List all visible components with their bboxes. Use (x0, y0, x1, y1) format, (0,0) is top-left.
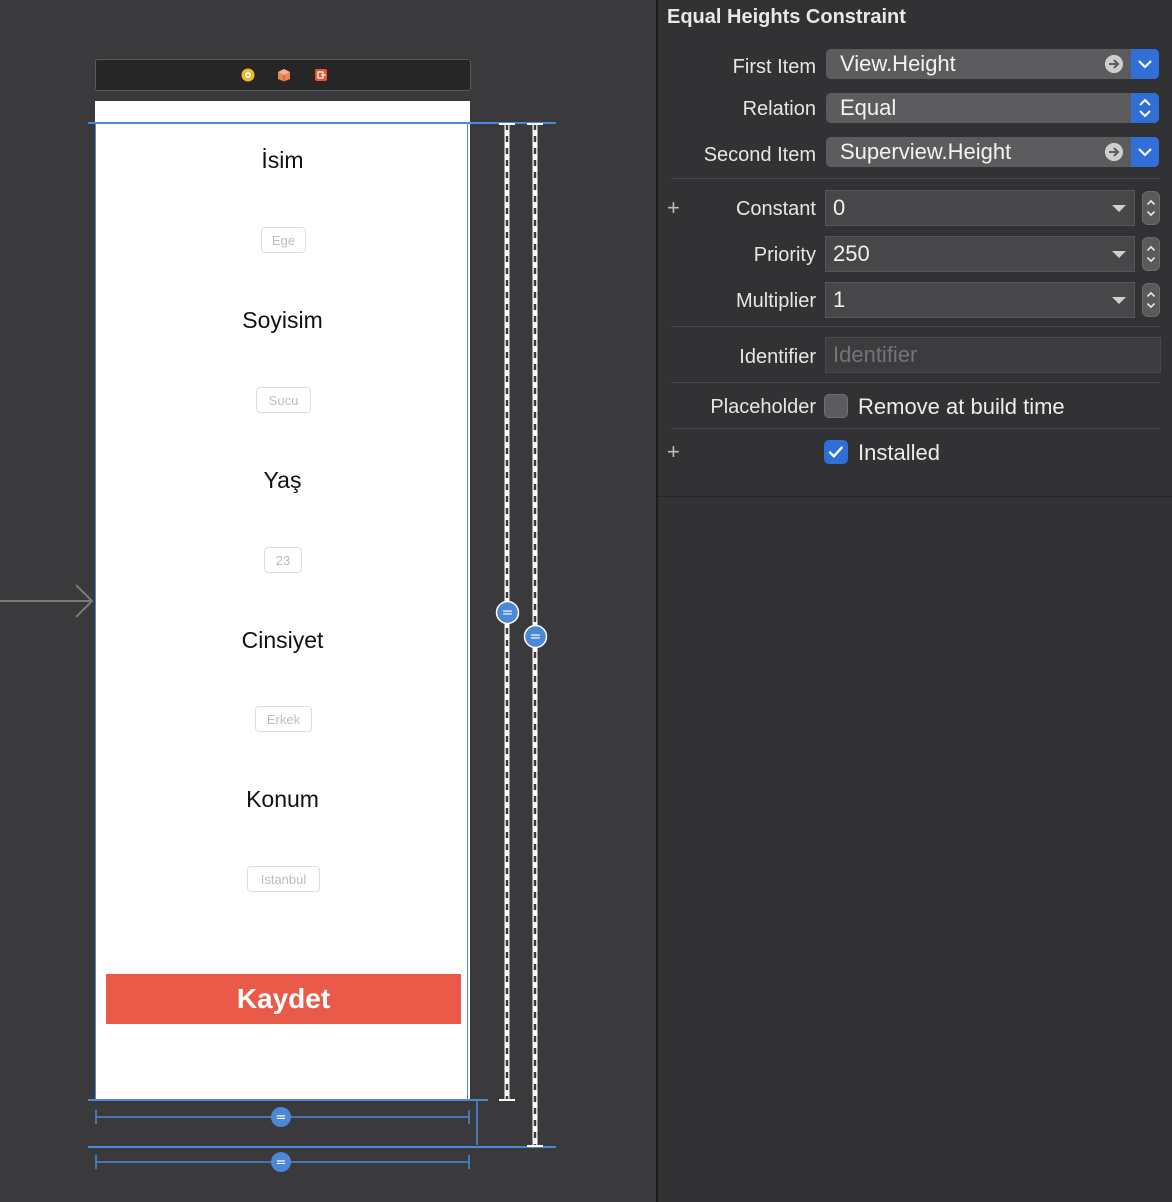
name-field[interactable]: Ege (261, 227, 306, 253)
bottom-guide-line (88, 1099, 488, 1101)
second-item-popup[interactable]: Superview.Height (826, 137, 1159, 167)
priority-label: Priority (753, 244, 816, 266)
identifier-field[interactable]: Identifier (825, 337, 1161, 373)
second-item-label: Second Item (703, 144, 816, 166)
add-constant-variation-button[interactable]: + (667, 195, 680, 220)
separator (671, 382, 1160, 383)
priority-stepper[interactable] (1142, 237, 1160, 271)
first-item-value: View.Height (840, 51, 956, 76)
first-responder-icon[interactable] (277, 68, 291, 82)
gender-field[interactable]: Erkek (255, 706, 312, 732)
location-label[interactable]: Konum (246, 786, 319, 812)
surname-field[interactable]: Sucu (256, 387, 311, 413)
dropdown-arrow-icon[interactable] (1112, 297, 1126, 304)
constant-value: 0 (833, 195, 846, 220)
size-inspector: Equal Heights Constraint First Item View… (658, 0, 1172, 1202)
separator (671, 428, 1160, 429)
equal-widths-constraint-badge[interactable]: = (270, 1106, 292, 1128)
first-item-popup[interactable]: View.Height (826, 49, 1159, 79)
installed-label[interactable]: Installed (858, 440, 940, 465)
chevron-down-icon[interactable] (1131, 137, 1159, 167)
equal-symbol: = (276, 1111, 287, 1126)
multiplier-value: 1 (833, 287, 846, 312)
equal-symbol: = (276, 1156, 287, 1171)
go-to-item-icon[interactable] (1105, 143, 1123, 161)
dropdown-arrow-icon[interactable] (1112, 205, 1126, 212)
dropdown-arrow-icon[interactable] (1112, 251, 1126, 258)
equal-heights-constraint-badge[interactable]: = (495, 600, 520, 625)
remove-at-build-time-checkbox[interactable] (824, 394, 848, 418)
chevron-down-icon[interactable] (1131, 49, 1159, 79)
section-divider (658, 496, 1172, 497)
checkmark-icon (828, 446, 843, 458)
separator (671, 326, 1160, 327)
equal-symbol: = (530, 629, 542, 645)
exit-icon[interactable] (314, 68, 328, 82)
age-label[interactable]: Yaş (263, 467, 302, 493)
add-installed-variation-button[interactable]: + (667, 439, 680, 464)
relation-label: Relation (742, 98, 816, 120)
second-item-value: Superview.Height (840, 139, 1012, 164)
multiplier-stepper[interactable] (1142, 283, 1160, 317)
superview-bottom-guide-line (88, 1146, 556, 1148)
location-field[interactable]: Istanbul (247, 866, 320, 892)
surname-label[interactable]: Soyisim (242, 307, 323, 333)
multiplier-field[interactable]: 1 (825, 282, 1135, 318)
equal-heights-constraint-badge-2[interactable]: = (523, 624, 548, 649)
constant-stepper[interactable] (1142, 191, 1160, 225)
separator (671, 178, 1160, 179)
priority-field[interactable]: 250 (825, 236, 1135, 272)
placeholder-label: Placeholder (710, 396, 816, 418)
relation-value: Equal (840, 95, 897, 120)
inspector-title: Equal Heights Constraint (667, 6, 906, 28)
scene-dock (95, 59, 471, 91)
installed-checkbox[interactable] (824, 440, 848, 464)
constant-label: Constant (735, 198, 816, 220)
pane-divider[interactable] (656, 0, 658, 1202)
save-button[interactable]: Kaydet (106, 974, 461, 1024)
priority-value: 250 (833, 241, 870, 266)
view-controller-view[interactable] (95, 101, 470, 1100)
constant-field[interactable]: 0 (825, 190, 1135, 226)
first-item-label: First Item (732, 56, 816, 78)
relation-popup[interactable]: Equal (826, 93, 1159, 123)
initial-entry-arrow (0, 584, 94, 618)
equal-symbol: = (502, 605, 514, 621)
up-down-chevron-icon[interactable] (1131, 93, 1159, 123)
identifier-label: Identifier (739, 346, 816, 368)
go-to-item-icon[interactable] (1105, 55, 1123, 73)
equal-widths-constraint-badge-2[interactable]: = (270, 1151, 292, 1173)
remove-at-build-time-label[interactable]: Remove at build time (858, 394, 1065, 419)
top-guide-line (88, 122, 556, 124)
gender-label[interactable]: Cinsiyet (241, 627, 324, 653)
multiplier-label: Multiplier (735, 290, 816, 312)
view-controller-icon[interactable] (241, 68, 255, 82)
storyboard-canvas[interactable]: İsim Ege Soyisim Sucu Yaş 23 Cinsiyet Er… (0, 0, 656, 1202)
name-label[interactable]: İsim (261, 147, 304, 173)
age-field[interactable]: 23 (264, 547, 302, 573)
